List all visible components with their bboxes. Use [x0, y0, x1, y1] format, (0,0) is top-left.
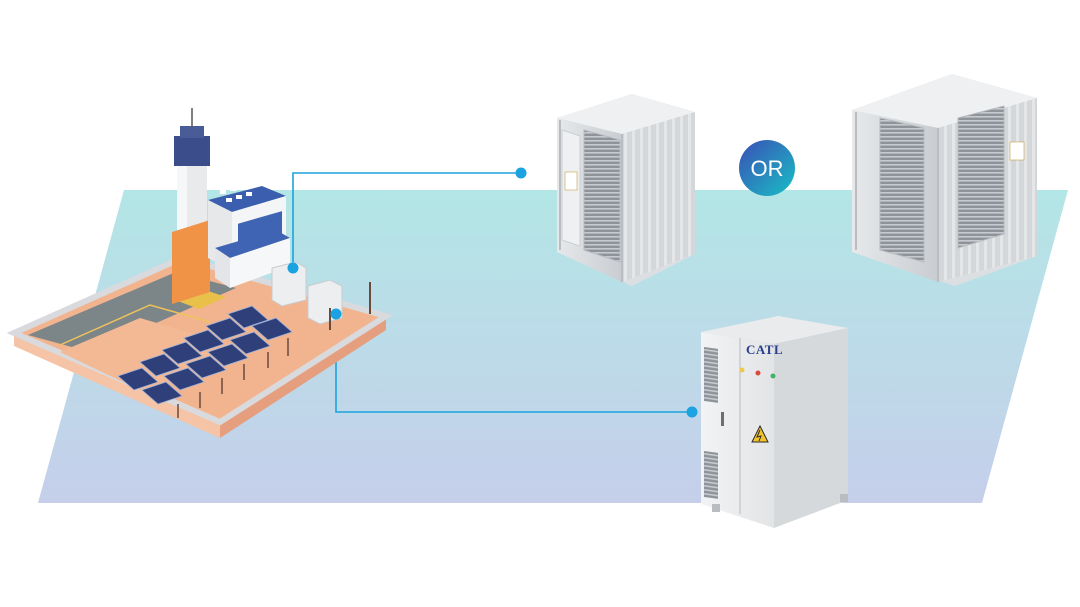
- connector-to-container: [292, 172, 521, 268]
- connector-dot-factory-top: [287, 262, 299, 274]
- solar-panel-icon: [117, 305, 293, 418]
- battery-cabinet-icon: CATL: [701, 316, 848, 528]
- connector-dot-factory-bottom: [330, 308, 342, 320]
- high-voltage-warning-icon: [751, 424, 769, 443]
- container-icon: [852, 74, 1037, 286]
- connector-dot-cabinet: [686, 406, 698, 418]
- connector-dot-container: [515, 167, 527, 179]
- or-badge: OR: [739, 140, 795, 196]
- container-icon: [557, 94, 695, 286]
- or-label: OR: [751, 156, 784, 181]
- catl-brand-label: CATL: [746, 342, 783, 357]
